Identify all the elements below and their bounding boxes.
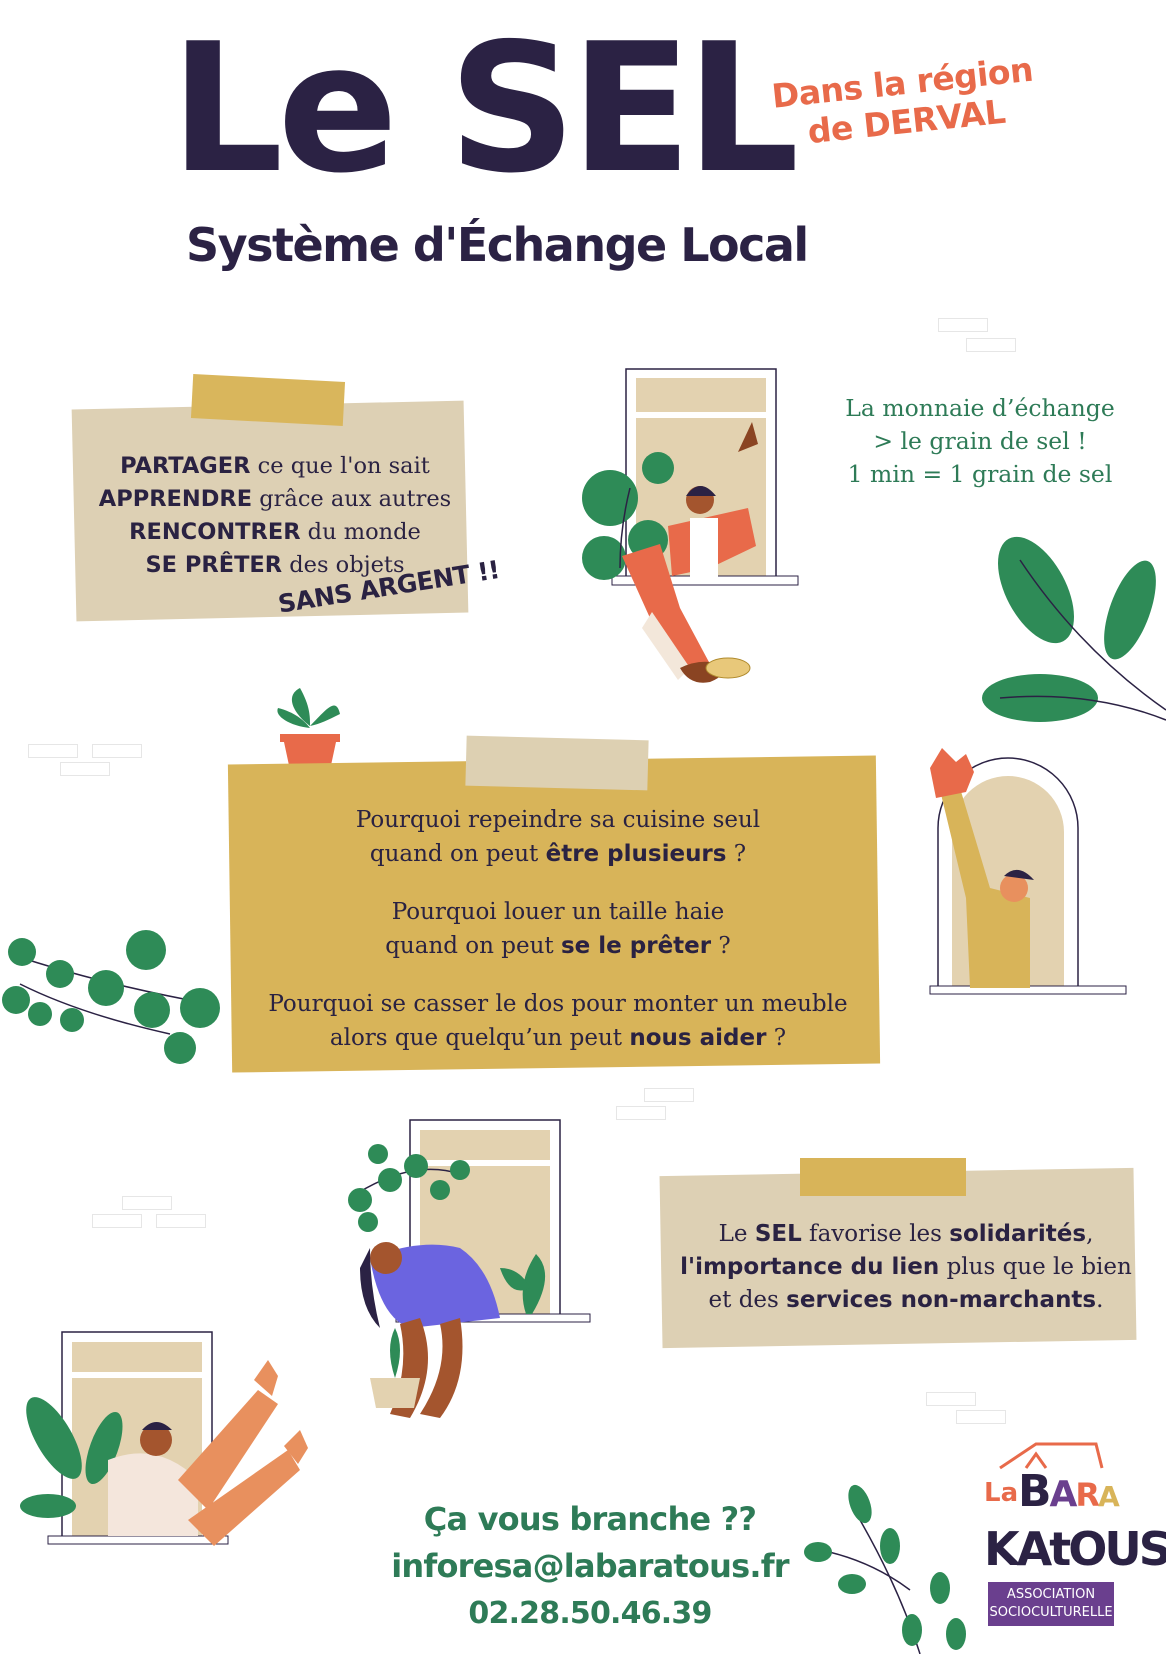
monnaie-text: La monnaie d’échange > le grain de sel !…	[830, 392, 1130, 491]
poster-title: Le SEL	[170, 5, 799, 212]
monnaie-line-3: 1 min = 1 grain de sel	[847, 460, 1113, 488]
leaf-branch-illustration	[2, 930, 220, 1064]
wall-brick	[926, 1392, 976, 1406]
monnaie-line-2: > le grain de sel !	[873, 427, 1087, 455]
wall-brick	[92, 1214, 142, 1228]
se-preter-line: SE PRÊTER des objets	[145, 552, 405, 578]
wall-brick	[92, 744, 142, 758]
contact-question: Ça vous branche ??	[423, 1500, 757, 1538]
solidarite-line-1: Le SEL favorise les solidarités,	[718, 1221, 1094, 1247]
tape-strip	[190, 374, 346, 426]
poster-subtitle: Système d'Échange Local	[186, 218, 809, 272]
logo-assoc-line-1: ASSOCIATION	[1006, 1587, 1096, 1602]
logo-bara: BARA	[1018, 1466, 1120, 1517]
window-man-illustration	[582, 368, 799, 683]
wall-brick	[156, 1214, 206, 1228]
question-cuisine: Pourquoi repeindre sa cuisine seul quand…	[355, 807, 761, 867]
wall-brick	[938, 318, 988, 332]
pourquoi-questions: Pourquoi repeindre sa cuisine seul quand…	[240, 803, 876, 1079]
wall-brick	[28, 744, 78, 758]
wall-brick	[956, 1410, 1006, 1424]
monnaie-line-1: La monnaie d’échange	[845, 394, 1115, 422]
region-label: Dans la région de DERVAL	[770, 50, 1039, 156]
window-woman-illustration	[348, 1119, 591, 1418]
logo-katous: KAtOUS	[984, 1522, 1166, 1576]
partager-line: PARTAGER ce que l'on sait	[120, 453, 430, 479]
wall-brick	[60, 762, 110, 776]
logo-la: La	[984, 1478, 1019, 1508]
wall-brick	[966, 338, 1016, 352]
potted-plant-icon	[277, 688, 340, 770]
question-taille-haie: Pourquoi louer un taille haie quand on p…	[385, 899, 731, 959]
solidarite-text: Le SEL favorise les solidarités, l'impor…	[676, 1218, 1136, 1317]
contact-block: Ça vous branche ?? inforesa@labaratous.f…	[360, 1496, 820, 1638]
leaf-branch-illustration	[982, 536, 1166, 722]
leaf-branch-illustration	[804, 1484, 966, 1654]
wall-brick	[644, 1088, 694, 1102]
wall-brick	[616, 1106, 666, 1120]
tape-strip	[465, 735, 649, 791]
contact-phone-link[interactable]: 02.28.50.46.39	[468, 1596, 712, 1631]
tape-strip	[800, 1158, 966, 1196]
rencontrer-line: RENCONTRER du monde	[129, 519, 421, 545]
apprendre-line: APPRENDRE grâce aux autres	[98, 486, 452, 512]
question-meuble: Pourquoi se casser le dos pour monter un…	[268, 991, 848, 1051]
arched-window-man-illustration	[929, 748, 1127, 995]
logo-association-badge: ASSOCIATION SOCIOCULTURELLE	[988, 1582, 1114, 1626]
contact-email-link[interactable]: inforesa@labaratous.fr	[391, 1547, 789, 1585]
window-man-waving-illustration	[20, 1331, 308, 1546]
partager-list: PARTAGER ce que l'on sait APPRENDRE grâc…	[90, 450, 460, 582]
solidarite-line-3: et des services non-marchants.	[708, 1287, 1104, 1313]
logo-assoc-line-2: SOCIOCULTURELLE	[989, 1605, 1113, 1620]
wall-brick	[122, 1196, 172, 1210]
logo-roof-icon	[999, 1442, 1104, 1470]
solidarite-line-2: l'importance du lien plus que le bien	[680, 1254, 1132, 1280]
